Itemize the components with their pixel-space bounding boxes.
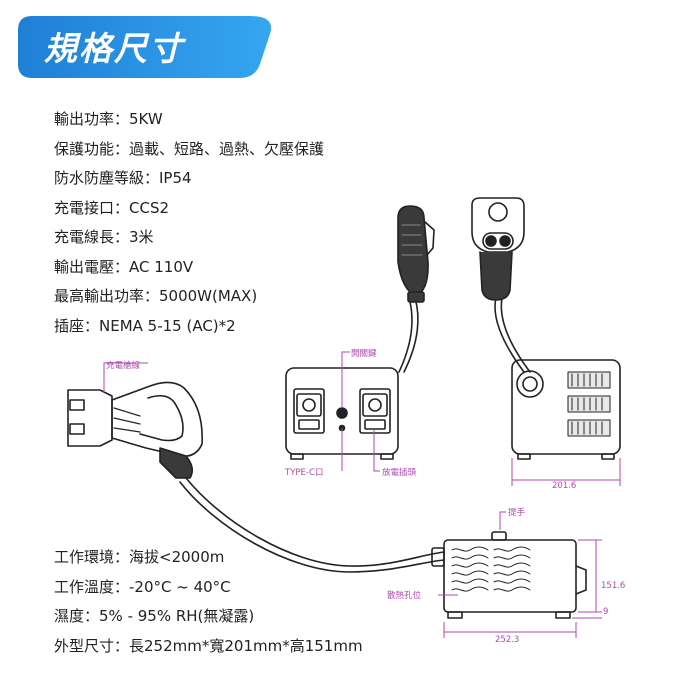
plug-face-drawing xyxy=(471,197,525,301)
spec-environment: 工作環境：海拔<2000m xyxy=(54,548,225,566)
label-power-switch: 開關鍵 xyxy=(351,348,377,359)
spec-ip-rating: 防水防塵等級：IP54 xyxy=(54,169,192,187)
label-charging-gun: 充電槍線 xyxy=(106,360,141,371)
header-banner xyxy=(18,16,272,78)
dim-height: 151.6 xyxy=(601,581,625,591)
charging-gun-drawing xyxy=(67,381,445,573)
spec-temperature: 工作溫度：-20°C ~ 40°C xyxy=(54,578,231,596)
plug-front-drawing xyxy=(397,205,435,303)
label-handle: 提手 xyxy=(508,507,526,518)
spec-dimensions: 外型尺寸：長252mm*寬201mm*高151mm xyxy=(54,637,363,655)
spec-output-voltage: 輸出電壓：AC 110V xyxy=(54,258,194,276)
spec-humidity: 濕度：5% - 95% RH(無凝露) xyxy=(54,607,255,625)
dim-foot: 9 xyxy=(603,607,608,617)
spec-protection: 保護功能：過載、短路、過熱、欠壓保護 xyxy=(54,140,325,158)
page-title: 規格尺寸 xyxy=(44,29,184,68)
label-socket: 放電插頭 xyxy=(382,467,417,478)
side-unit-drawing xyxy=(431,531,587,619)
dim-length: 252.3 xyxy=(495,635,519,645)
spec-connector: 充電接口：CCS2 xyxy=(54,199,170,217)
front-unit-drawing xyxy=(285,297,419,460)
spec-output-power: 輸出功率：5KW xyxy=(54,110,163,128)
spec-sockets: 插座：NEMA 5-15 (AC)*2 xyxy=(54,317,236,335)
dim-width: 201.6 xyxy=(552,481,576,491)
label-vents: 散熱孔位 xyxy=(387,590,422,601)
back-unit-drawing xyxy=(494,297,621,460)
spec-cable-length: 充電線長：3米 xyxy=(54,228,154,246)
label-usb-port: TYPE-C口 xyxy=(284,468,323,478)
spec-max-power: 最高輸出功率：5000W(MAX) xyxy=(54,287,258,305)
